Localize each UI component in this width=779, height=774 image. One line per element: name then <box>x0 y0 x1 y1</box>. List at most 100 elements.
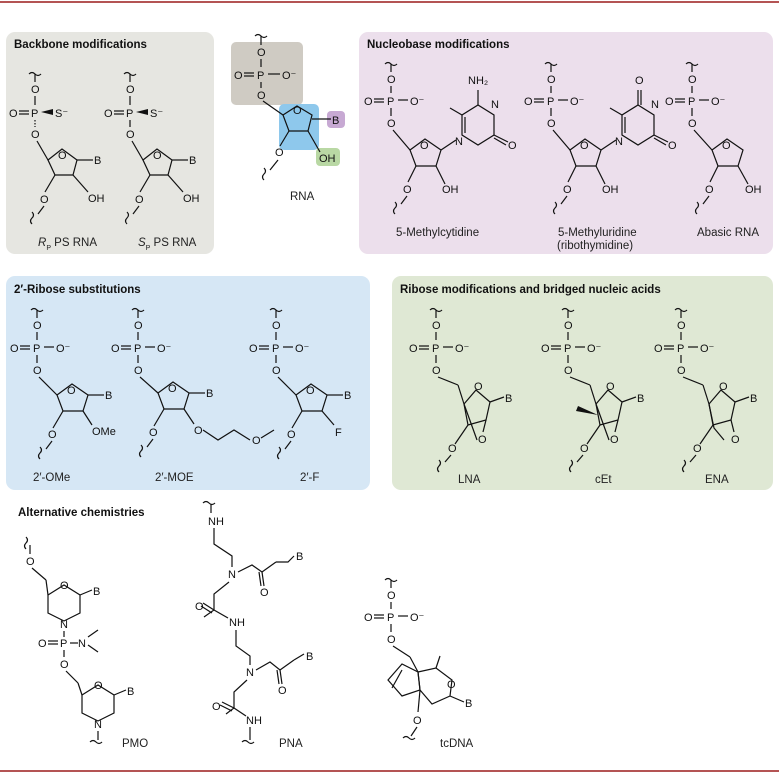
svg-text:O: O <box>275 147 284 159</box>
cet-caption: cEt <box>595 474 612 486</box>
backbone-title: Backbone modifications <box>14 39 147 51</box>
svg-text:O: O <box>60 580 69 592</box>
svg-text:O⁻: O⁻ <box>711 96 726 108</box>
svg-text:O: O <box>260 587 269 599</box>
svg-text:P: P <box>547 96 554 108</box>
svg-text:N: N <box>651 99 659 111</box>
svg-text:OH: OH <box>88 193 105 205</box>
svg-text:F: F <box>335 427 342 439</box>
svg-text:O: O <box>547 74 556 86</box>
svg-text:P: P <box>387 612 394 624</box>
svg-text:N: N <box>60 619 68 631</box>
svg-text:P: P <box>564 343 571 355</box>
svg-text:O: O <box>580 443 589 455</box>
moe-structure: O P O O⁻ O O B O O O <box>111 307 275 458</box>
svg-text:O: O <box>719 381 728 393</box>
svg-text:N: N <box>228 569 236 581</box>
svg-text:O: O <box>722 140 731 152</box>
svg-text:O: O <box>364 96 373 108</box>
svg-text:OMe: OMe <box>92 426 116 438</box>
svg-text:O: O <box>126 129 135 141</box>
svg-text:OH: OH <box>745 184 762 196</box>
svg-text:O: O <box>31 129 40 141</box>
svg-text:B: B <box>94 155 101 167</box>
svg-text:OH: OH <box>442 184 459 196</box>
svg-text:O: O <box>677 365 686 377</box>
svg-text:O: O <box>364 612 373 624</box>
svg-text:O: O <box>665 96 674 108</box>
svg-text:P: P <box>134 343 141 355</box>
rp-ps-rna-caption: RP PS RNA <box>38 237 97 252</box>
svg-text:O: O <box>432 365 441 377</box>
svg-text:O: O <box>60 659 69 671</box>
svg-text:N: N <box>94 719 102 731</box>
svg-text:NH: NH <box>246 715 262 727</box>
pna-structure: NH N O B O NH N O B O NH <box>195 500 313 745</box>
svg-text:B: B <box>93 586 100 598</box>
ribose-substitutions-title: 2′-Ribose substitutions <box>14 284 141 296</box>
svg-text:O: O <box>149 427 158 439</box>
svg-text:S⁻: S⁻ <box>55 108 68 120</box>
svg-text:O: O <box>448 443 457 455</box>
methylcytidine-caption: 5-Methylcytidine <box>396 227 479 239</box>
fluoro-caption: 2′-F <box>300 472 319 484</box>
svg-text:O: O <box>287 429 296 441</box>
cet-structure: O P O O⁻ O O B O O <box>541 307 644 473</box>
svg-text:O: O <box>580 140 589 152</box>
svg-text:O: O <box>541 343 550 355</box>
methyluridine-caption-line1: 5-Methyluridine <box>558 227 637 239</box>
svg-text:O: O <box>606 381 615 393</box>
svg-text:O: O <box>387 634 396 646</box>
svg-text:OH: OH <box>602 184 619 196</box>
svg-text:O: O <box>508 140 517 152</box>
svg-text:O⁻: O⁻ <box>410 612 425 624</box>
rna-base-highlight <box>327 111 345 128</box>
svg-text:B: B <box>189 155 196 167</box>
svg-text:O: O <box>257 47 266 59</box>
svg-text:O⁻: O⁻ <box>570 96 585 108</box>
svg-text:B: B <box>296 551 303 563</box>
svg-text:O: O <box>272 365 281 377</box>
svg-text:O: O <box>564 365 573 377</box>
svg-text:O: O <box>403 184 412 196</box>
ena-structure: O P O O⁻ O O B O O <box>654 307 757 473</box>
svg-text:B: B <box>750 393 757 405</box>
svg-text:O: O <box>409 343 418 355</box>
svg-text:O⁻: O⁻ <box>410 96 425 108</box>
svg-text:P: P <box>272 343 279 355</box>
svg-text:O: O <box>447 679 456 691</box>
svg-text:O⁻: O⁻ <box>455 343 470 355</box>
svg-text:O: O <box>126 84 135 96</box>
svg-text:O: O <box>26 556 35 568</box>
svg-text:O: O <box>134 365 143 377</box>
svg-text:B: B <box>332 115 339 127</box>
svg-text:O: O <box>111 343 120 355</box>
svg-text:O: O <box>731 434 740 446</box>
svg-text:O⁻: O⁻ <box>157 343 172 355</box>
svg-text:S⁻: S⁻ <box>150 108 163 120</box>
svg-text:O: O <box>432 320 441 332</box>
pmo-caption: PMO <box>122 738 148 750</box>
svg-text:O: O <box>38 638 47 650</box>
svg-text:O: O <box>635 75 644 87</box>
svg-text:O: O <box>524 96 533 108</box>
svg-text:NH: NH <box>229 617 245 629</box>
svg-text:O: O <box>693 443 702 455</box>
svg-text:O: O <box>234 70 243 82</box>
svg-text:N: N <box>615 136 623 148</box>
svg-text:O: O <box>563 184 572 196</box>
svg-text:O: O <box>610 434 619 446</box>
svg-text:P: P <box>60 638 67 650</box>
rna-ribose-highlight <box>279 104 319 150</box>
svg-text:O: O <box>474 381 483 393</box>
svg-text:O: O <box>478 434 487 446</box>
tcdna-caption: tcDNA <box>440 738 474 750</box>
svg-text:O: O <box>195 601 204 613</box>
svg-text:N: N <box>78 638 86 650</box>
svg-text:P: P <box>688 96 695 108</box>
svg-text:P: P <box>432 343 439 355</box>
svg-text:O: O <box>48 429 57 441</box>
rna-caption: RNA <box>290 191 315 203</box>
